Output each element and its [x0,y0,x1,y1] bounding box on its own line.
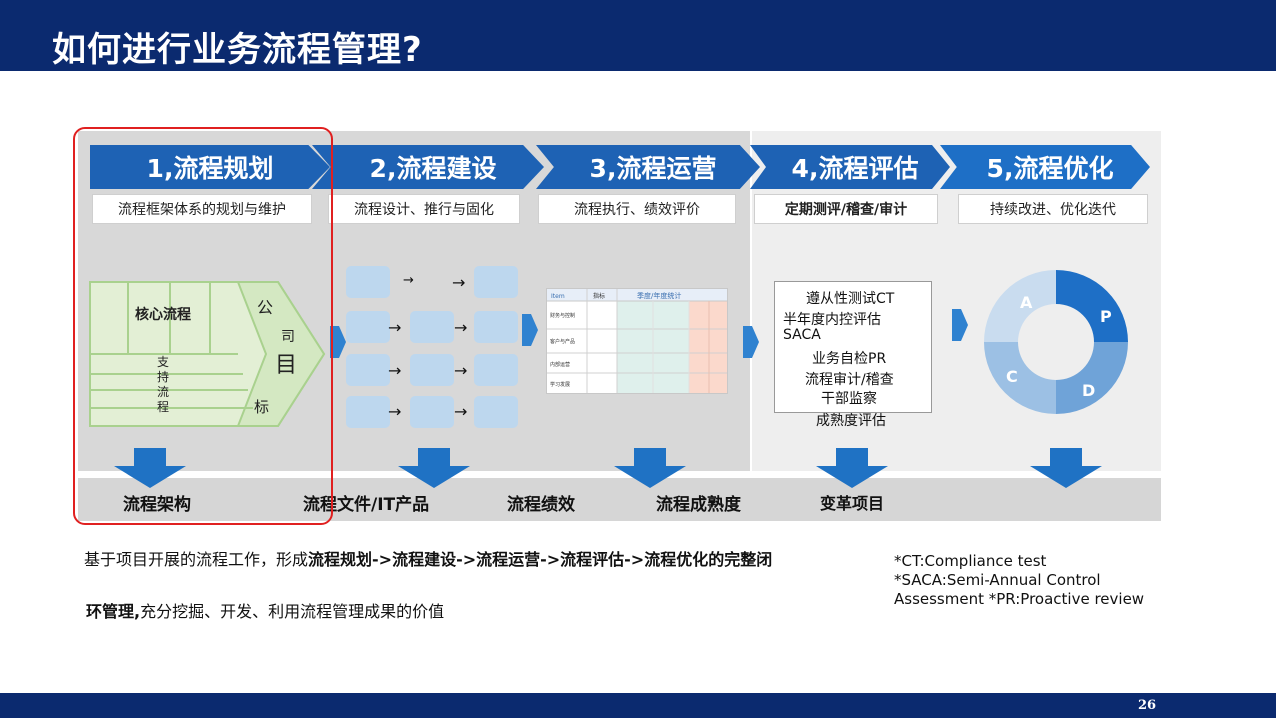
summary-text-bold: 环管理, [86,602,141,621]
down-arrow-icon [1030,448,1102,488]
stage-5-label: 5,流程优化 [986,154,1114,183]
right-arrow-icon [743,326,759,358]
footer-bar [0,693,1276,718]
table-header-kpi: 指标 [593,292,605,300]
stage-1-label: 1,流程规划 [146,154,274,183]
stage-1-highlight [73,127,333,525]
pdca-cycle-diagram: P D C A [984,270,1128,414]
flow-box [346,266,390,298]
support-process-label: 支持流程 [157,355,170,414]
down-arrow-icon [398,448,470,488]
flow-box [410,311,454,343]
performance-table: Item 指标 季度/年度统计 财务与控制 客户与产品 内部运营 学习发展 [546,288,728,394]
flow-box [346,396,390,428]
performance-table-grid: Item 指标 季度/年度统计 财务与控制 客户与产品 内部运营 学习发展 [547,289,727,393]
flow-box [410,396,454,428]
summary-text: 基于项目开展的流程工作，形成流程规划->流程建设->流程运营->流程评估->流程… [84,551,854,569]
pdca-a: A [1020,293,1033,312]
evaluation-methods-box [774,281,932,413]
stage-5-chevron: 5,流程优化 [940,145,1150,189]
summary-text-line2: 环管理,充分挖掘、开发、利用流程管理成果的价值 [86,598,444,622]
footnote: *SACA:Semi-Annual Control [894,571,1101,589]
summary-text-part: 基于项目开展的流程工作，形成 [84,550,309,569]
flow-arrow-icon: → [388,402,402,421]
flow-box [410,354,454,386]
output-label: 变革项目 [820,494,885,513]
flow-arrow-icon: → [388,361,402,380]
stage-1-desc: 流程框架体系的规划与维护 [92,194,312,224]
table-header-stats: 季度/年度统计 [637,291,681,300]
right-arrow-icon [952,309,968,341]
pdca-d: D [1082,381,1095,400]
output-label: 流程文件/IT产品 [303,495,430,515]
goal-char-3: 目 [275,353,298,378]
flow-arrow-icon: → [452,273,466,292]
flow-box [474,311,518,343]
flow-box [474,396,518,428]
output-label: 流程成熟度 [656,495,741,515]
output-label: 流程架构 [123,495,191,515]
pdca-c: C [1006,367,1018,386]
page-title: 如何进行业务流程管理? [52,30,423,70]
flow-arrow-icon: → [388,318,402,337]
evaluation-item: SACA [783,327,821,343]
evaluation-item: 半年度内控评估 [783,312,881,328]
stage-4-chevron: 4,流程评估 [750,145,950,189]
table-header-item: Item [551,293,565,300]
evaluation-item: 干部监察 [821,391,877,407]
flow-box [474,266,518,298]
evaluation-item: 流程审计/稽查 [805,372,894,388]
stage-4-label: 4,流程评估 [791,154,919,183]
flow-arrow-icon: → [454,361,468,380]
right-arrow-icon [522,314,538,346]
flow-box [474,354,518,386]
footnote: *CT:Compliance test [894,552,1047,570]
stage-4-desc: 定期测评/稽查/审计 [754,194,938,224]
table-row-label: 内部运营 [550,361,570,368]
stage-2-chevron: 2,流程建设 [312,145,544,189]
flow-box [346,311,390,343]
flow-arrow-icon: → [454,318,468,337]
right-arrow-icon [330,326,346,358]
stage-3-label: 3,流程运营 [589,154,717,183]
stage-3-chevron: 3,流程运营 [536,145,760,189]
stage-2-desc: 流程设计、推行与固化 [328,194,520,224]
header-bar [0,0,1276,71]
stage-5-desc: 持续改进、优化迭代 [958,194,1148,224]
table-row-label: 学习发展 [550,381,570,388]
table-row-label: 客户与产品 [550,338,575,345]
process-framework-diagram [89,281,326,427]
flow-arrow-icon: → [454,402,468,421]
stage-3-desc: 流程执行、绩效评价 [538,194,736,224]
goal-char-4: 标 [254,398,270,416]
evaluation-item: 成熟度评估 [816,413,886,429]
core-process-label: 核心流程 [135,307,191,323]
table-row-label: 财务与控制 [550,312,575,319]
flow-box [346,354,390,386]
page-number: 26 [1138,698,1157,713]
output-band [78,478,1161,521]
pdca-p: P [1100,307,1112,326]
goal-char-1: 公 [257,298,274,317]
summary-text-bold: 流程规划->流程建设->流程运营->流程评估->流程优化的完整闭 [308,550,773,569]
stage-1-chevron: 1,流程规划 [90,145,330,189]
flow-arrow-icon: → [403,273,414,288]
down-arrow-icon [816,448,888,488]
evaluation-item: 业务自检PR [812,351,887,367]
footnote: Assessment *PR:Proactive review [894,590,1145,608]
summary-text-part: 充分挖掘、开发、利用流程管理成果的价值 [140,602,445,621]
down-arrow-icon [114,448,186,488]
down-arrow-icon [614,448,686,488]
output-label: 流程绩效 [507,495,575,515]
goal-char-2: 司 [281,329,295,345]
evaluation-item: 遵从性测试CT [806,291,895,307]
stage-2-label: 2,流程建设 [369,154,497,183]
